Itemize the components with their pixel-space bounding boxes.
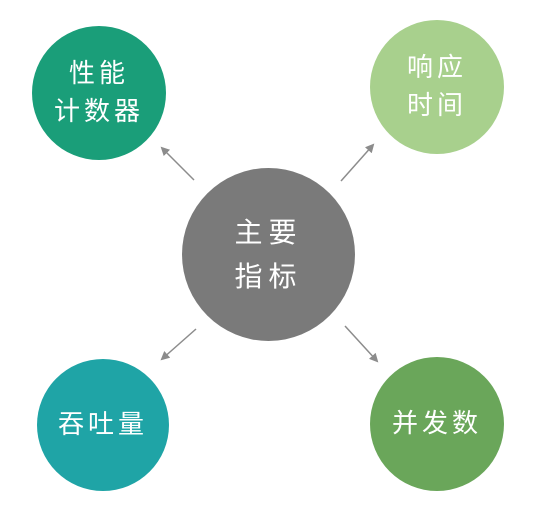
node-response-time: 响应 时间 <box>370 20 504 154</box>
node-label-line: 吞吐量 <box>57 410 148 440</box>
node-performance-counter: 性能 计数器 <box>32 26 166 160</box>
arrow-to-concurrency <box>344 325 379 363</box>
arrow-to-response-time <box>340 143 375 182</box>
node-concurrency: 并发数 <box>370 357 504 491</box>
node-label-line: 并发数 <box>391 409 482 439</box>
arrow-to-throughput <box>160 328 197 361</box>
node-label-line: 计数器 <box>53 97 144 127</box>
node-label-line: 时间 <box>406 91 467 121</box>
node-label-line: 主要 <box>234 215 303 249</box>
node-main-metrics: 主要 指标 <box>182 168 355 341</box>
node-label-line: 响应 <box>406 53 467 83</box>
arrow-to-performance-counter <box>160 146 195 181</box>
node-label-line: 指标 <box>234 259 303 293</box>
node-label-line: 性能 <box>68 59 129 89</box>
node-throughput: 吞吐量 <box>37 359 169 491</box>
